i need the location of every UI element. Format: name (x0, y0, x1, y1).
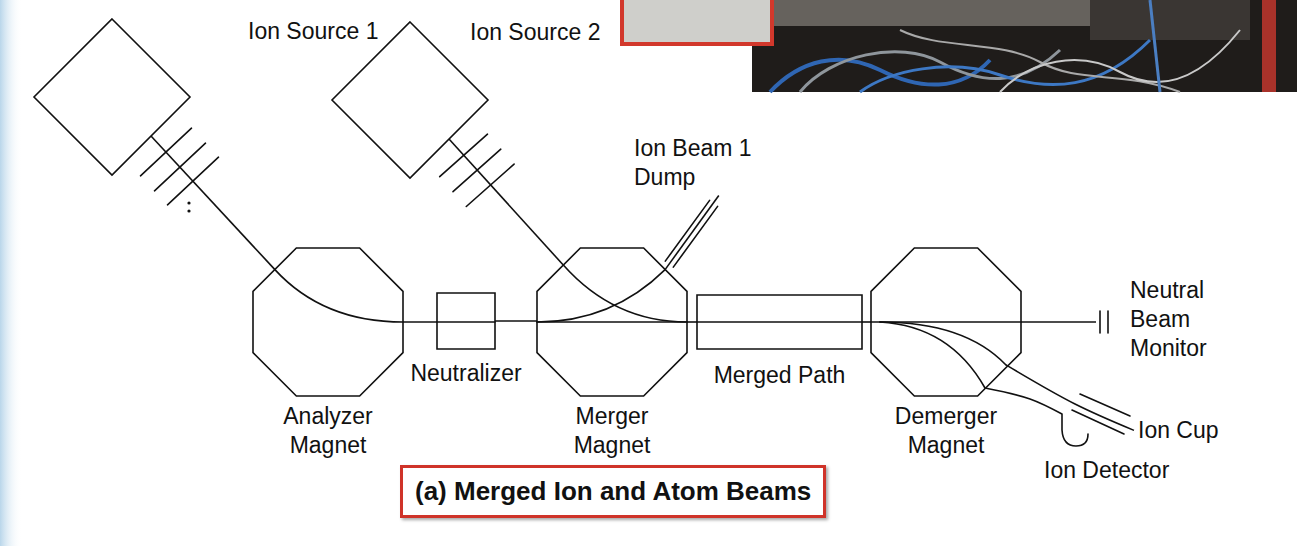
beam-trajectory (880, 322, 1006, 365)
merged-path-box-border (697, 295, 862, 349)
photo-cable (800, 50, 1060, 92)
ion-source-diamond: Ion Source 2 (332, 22, 488, 178)
node-label: Merger Magnet (547, 402, 677, 460)
node-label: Analyzer Magnet (263, 402, 393, 460)
node-label: Ion Source 1 (248, 17, 378, 46)
dump-tube (665, 200, 709, 261)
magnet-octagon-outline (871, 248, 1021, 396)
beam-line (403, 321, 437, 323)
beam-line (151, 136, 275, 270)
magnet-octagon-outline (537, 248, 687, 396)
beam-monitor: Neutral Beam Monitor (1096, 272, 1242, 366)
beam-trajectory (437, 321, 495, 323)
magnet-octagon-border (537, 248, 687, 396)
beam-line (862, 321, 871, 323)
magnet-octagon-border (871, 248, 1021, 396)
magnet-octagon: Merger Magnet (537, 248, 687, 396)
photo-cable (900, 30, 1180, 92)
beam-trajectory (697, 321, 862, 323)
photo-panel (760, 0, 1090, 26)
label-holder: Analyzer Magnet (263, 402, 393, 460)
node-label: Ion Source 2 (470, 18, 600, 47)
node-label: Neutral Beam Monitor (1130, 276, 1238, 362)
magnet-octagon-border (253, 248, 403, 396)
node-label: Ion Beam 1 Dump (634, 134, 774, 192)
node-label: Demerger Magnet (881, 402, 1011, 460)
ion-source-diamond: Ion Source 1 (34, 19, 190, 175)
node-label: Merged Path (714, 361, 846, 390)
label-holder: Ion Source 1 (248, 17, 378, 46)
slide-edge (0, 0, 22, 546)
detector-hook (1062, 414, 1088, 446)
beam-line (1021, 321, 1096, 323)
photo-cable (1150, 0, 1160, 92)
beam-trajectory (275, 270, 403, 322)
node-label: Neutralizer (410, 359, 521, 388)
neutralizer-box: Neutralizer (437, 293, 495, 349)
ion-source-diamond-outline (34, 19, 190, 175)
beam-line (687, 321, 697, 323)
ion-cup: Ion Cup (1134, 412, 1225, 449)
label-holder: Ion Source 2 (470, 18, 600, 47)
beam-line (665, 196, 719, 270)
photo-pipe (1262, 0, 1276, 92)
label-holder: Merged Path (714, 361, 846, 390)
ion-source-diamond-border (332, 22, 488, 178)
neutralizer-box-border (437, 293, 495, 349)
neutralizer-box-outline (437, 293, 495, 349)
monitor-plate (1107, 311, 1109, 333)
beam-line (449, 139, 563, 265)
merged-path-box: Merged Path (697, 295, 862, 349)
photo-ground (752, 0, 1297, 92)
monitor-plate (1099, 311, 1101, 333)
beam-line (495, 320, 537, 322)
node-label: Ion Detector (1044, 456, 1176, 485)
dump-tube (673, 206, 717, 267)
photo-callout-box (622, 0, 772, 44)
plate-dot (187, 201, 190, 204)
label-holder: Demerger Magnet (881, 402, 1011, 460)
figure-caption: (a) Merged Ion and Atom Beams (400, 465, 826, 518)
ion-source-diamond-outline (332, 22, 488, 178)
label-holder: Merger Magnet (547, 402, 677, 460)
node-label: Ion Cup (1138, 416, 1219, 445)
label-holder: Neutralizer (410, 359, 521, 388)
lab-photo (752, 0, 1297, 92)
beam-dump: Ion Beam 1 Dump (630, 130, 778, 196)
photo-panel (1090, 0, 1250, 40)
plate-dot (187, 209, 190, 212)
magnet-octagon: Analyzer Magnet (253, 248, 403, 396)
magnet-octagon: Demerger Magnet (871, 248, 1021, 396)
beam-trajectory (537, 270, 665, 322)
ion-cup-wall (1080, 394, 1130, 416)
magnet-octagon-outline (253, 248, 403, 396)
ion-source-diamond-border (34, 19, 190, 175)
photo-cable (1000, 30, 1240, 92)
merged-path-box-outline (697, 295, 862, 349)
